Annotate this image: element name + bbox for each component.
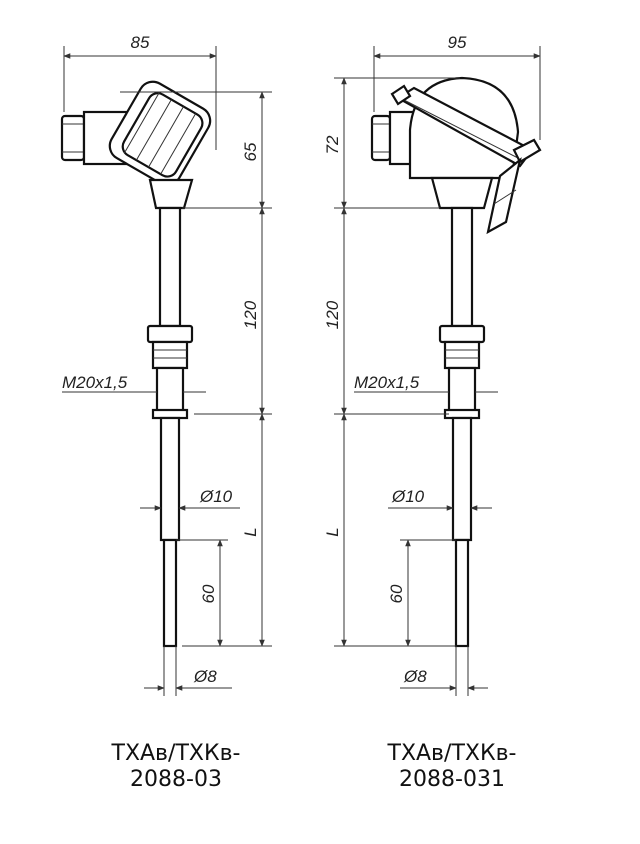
right-neck (430, 176, 494, 210)
right-upper-stem (450, 206, 474, 328)
right-lid (390, 84, 542, 235)
left-thread-label: M20x1,5 (62, 373, 128, 392)
right-nut (438, 324, 486, 344)
right-tip-length-label: 60 (387, 584, 406, 603)
left-tip-length-label: 60 (199, 584, 218, 603)
right-sensor: 95 72 120 M20x1,5 L Ø10 60 Ø8 (323, 33, 542, 792)
left-caption-line1: ТХАв/ТХКв- (111, 741, 241, 766)
left-tip-diameter-label: Ø8 (193, 667, 217, 686)
left-thread (155, 366, 185, 416)
left-sensor: 85 65 120 M20x1,5 L Ø10 60 Ø8 (60, 33, 272, 792)
right-dimensions: 95 72 120 M20x1,5 L Ø10 60 Ø8 (323, 33, 541, 696)
right-fitting (443, 340, 481, 370)
right-caption-line1: ТХАв/ТХКв- (387, 741, 517, 766)
left-gasket (151, 408, 189, 420)
right-thread (447, 366, 477, 416)
left-stem-length-label: 120 (241, 300, 260, 329)
left-head-height-label: 65 (241, 142, 260, 161)
left-length-label: L (241, 527, 260, 536)
right-stem-length-label: 120 (323, 300, 342, 329)
left-head (108, 80, 212, 187)
right-main-tube (451, 416, 473, 542)
right-main-diameter-label: Ø10 (391, 487, 425, 506)
left-main-diameter-label: Ø10 (199, 487, 233, 506)
right-tip-diameter-label: Ø8 (403, 667, 427, 686)
right-head-height-label: 72 (323, 135, 342, 154)
right-thread-label: M20x1,5 (354, 373, 420, 392)
left-tip (162, 538, 178, 648)
left-neck (148, 178, 194, 210)
left-width-label: 85 (131, 33, 150, 52)
left-upper-stem (158, 206, 182, 328)
left-main-tube (159, 416, 181, 542)
right-caption-line2: 2088-031 (399, 767, 505, 792)
right-gasket (443, 408, 481, 420)
right-tip (454, 538, 470, 648)
left-dimensions: 85 65 120 M20x1,5 L Ø10 60 Ø8 (62, 33, 272, 696)
left-fitting (151, 340, 189, 370)
right-length-label: L (323, 527, 342, 536)
right-width-label: 95 (448, 33, 467, 52)
left-caption-line2: 2088-03 (130, 767, 222, 792)
left-nut (146, 324, 194, 344)
